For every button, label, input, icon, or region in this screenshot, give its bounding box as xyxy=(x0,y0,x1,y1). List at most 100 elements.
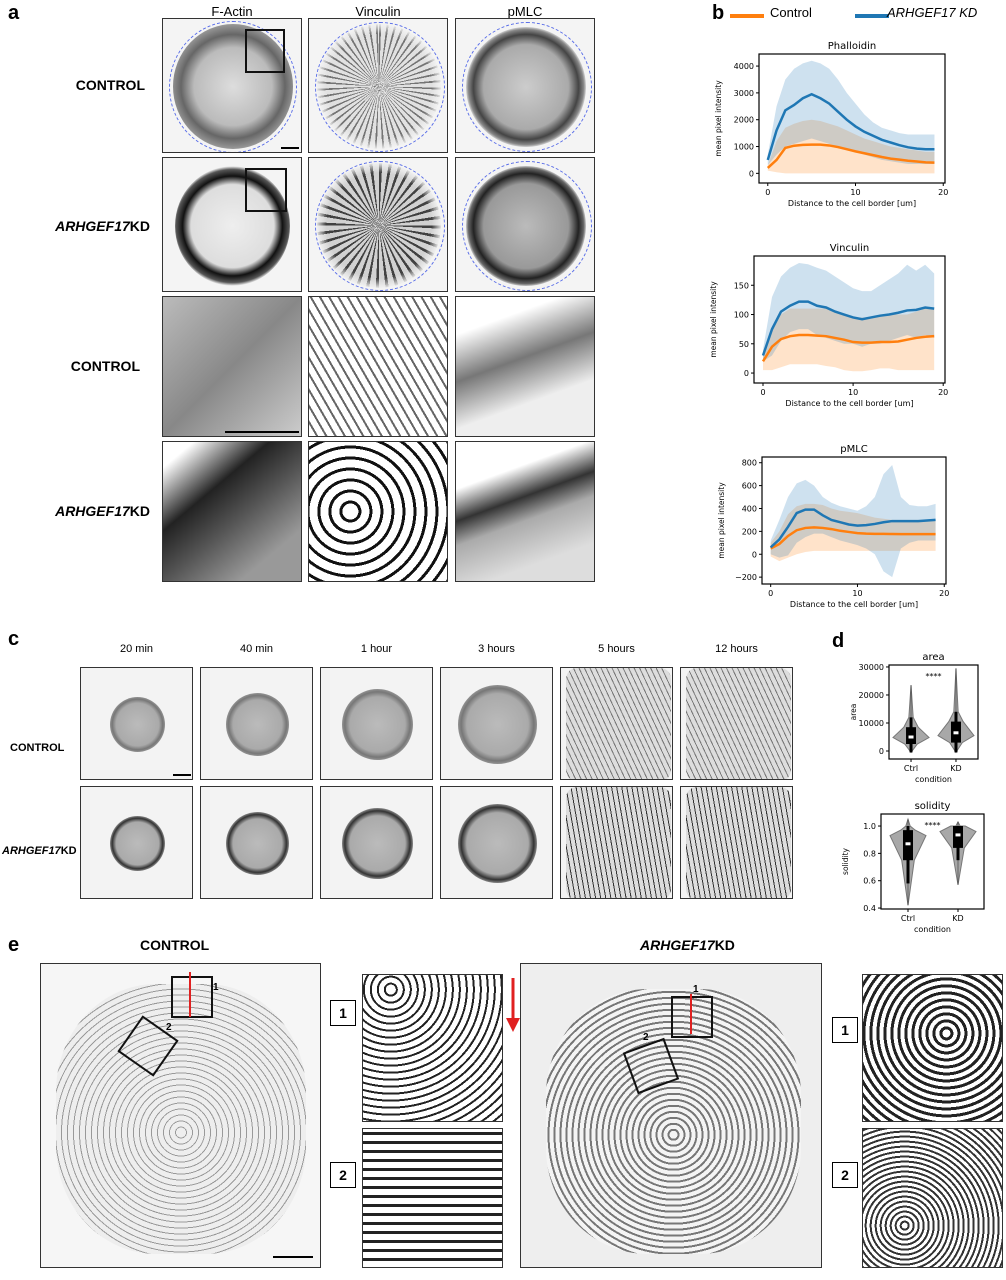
y-tick-label: 100 xyxy=(734,311,749,320)
y-tick-label: 0 xyxy=(752,550,757,559)
image-kd-vinculin xyxy=(308,157,448,292)
panel-label-b: b xyxy=(712,2,725,24)
plot-frame xyxy=(880,813,985,910)
y-tick-label: 0 xyxy=(744,369,749,378)
time-label: 5 hours xyxy=(598,643,635,655)
y-tick-label: 0.4 xyxy=(863,904,876,913)
x-tick-label: 20 xyxy=(938,388,948,397)
x-axis-label: Distance to the cell border [um] xyxy=(785,399,913,408)
timelapse-image xyxy=(320,786,433,899)
y-tick-label: 0 xyxy=(749,169,754,178)
series-line-control xyxy=(761,333,935,363)
roi-label-2: 2 xyxy=(330,1162,356,1188)
image-kd-superres: 1 2 xyxy=(520,963,822,1268)
confidence-band-arhgef17-kd xyxy=(770,465,936,578)
title-control: CONTROL xyxy=(140,937,210,953)
violin-KD xyxy=(937,668,975,754)
time-label: 12 hours xyxy=(715,643,758,655)
y-tick-label: 0 xyxy=(879,747,884,756)
y-tick-label: 30000 xyxy=(859,663,884,672)
zoom-kd-pmlc xyxy=(455,441,595,582)
row-label-kd-zoom: ARHGEF17KD xyxy=(55,503,150,519)
timelapse-image xyxy=(320,667,433,780)
y-axis-label: mean pixel intensity xyxy=(709,281,718,358)
x-tick-label: Ctrl xyxy=(901,914,915,923)
image-control-pmlc xyxy=(455,18,595,153)
row-label-kd: ARHGEF17KD xyxy=(55,218,150,234)
row-label-control: CONTROL xyxy=(10,742,65,754)
significance-annotation: **** xyxy=(925,821,941,830)
timelapse-image xyxy=(80,786,193,899)
time-label: 40 min xyxy=(239,643,274,655)
column-header-factin: F-Actin xyxy=(211,4,253,19)
x-tick-label: 10 xyxy=(850,188,860,197)
column-header-pmlc: pMLC xyxy=(507,4,543,19)
y-tick-label: 3000 xyxy=(734,89,754,98)
y-tick-label: 4000 xyxy=(734,62,754,71)
zoom-control-factin xyxy=(162,296,302,437)
x-tick-label: 0 xyxy=(760,388,765,397)
zoom-control-pmlc xyxy=(455,296,595,437)
x-axis-label: Distance to the cell border [um] xyxy=(788,199,916,208)
timelapse-image xyxy=(680,786,793,899)
image-kd-pmlc xyxy=(455,157,595,292)
y-axis-label: solidity xyxy=(841,847,850,874)
x-tick-label: 10 xyxy=(852,589,862,598)
panel-label-c: c xyxy=(8,628,20,650)
series-line-control xyxy=(770,526,936,550)
image-control-vinculin xyxy=(308,18,448,153)
y-tick-label: 20000 xyxy=(859,691,884,700)
x-tick-label: Ctrl xyxy=(904,764,918,773)
y-tick-label: 1000 xyxy=(734,143,754,152)
row-label-kd: ARHGEF17KD xyxy=(2,845,77,857)
y-tick-label: 200 xyxy=(742,527,757,536)
y-tick-label: 400 xyxy=(742,504,757,513)
y-axis-label: mean pixel intensity xyxy=(717,482,726,559)
legend-swatch-control xyxy=(730,14,764,18)
y-tick-label: 0.8 xyxy=(863,849,876,858)
x-tick-label: 20 xyxy=(939,589,949,598)
panel-label-d: d xyxy=(832,630,845,652)
roi-label-2-kd: 2 xyxy=(832,1162,858,1188)
plot-frame xyxy=(758,53,946,184)
timelapse-image xyxy=(560,786,673,899)
zoom-kd-vinculin xyxy=(308,441,448,582)
series-line-arhgef17-kd xyxy=(761,300,935,356)
y-tick-label: 150 xyxy=(734,281,749,290)
timelapse-image xyxy=(560,667,673,780)
x-tick-label: 0 xyxy=(765,188,770,197)
inset-kd-1 xyxy=(862,974,1003,1122)
x-tick-label: 20 xyxy=(938,188,948,197)
timelapse-image xyxy=(440,786,553,899)
row-label-control-zoom: CONTROL xyxy=(70,358,140,374)
median-marker-KD xyxy=(955,833,961,837)
timelapse-image xyxy=(200,786,313,899)
y-tick-label: 600 xyxy=(742,482,757,491)
y-tick-label: 0.6 xyxy=(863,877,876,886)
inset-kd-2 xyxy=(862,1128,1003,1268)
plot-frame xyxy=(888,664,979,760)
title-kd: ARHGEF17KD xyxy=(640,937,735,953)
image-kd-factin xyxy=(162,157,302,292)
inset-control-1 xyxy=(362,974,503,1122)
x-axis-label: condition xyxy=(915,775,952,784)
y-tick-label: 1.0 xyxy=(863,822,876,831)
y-tick-label: 10000 xyxy=(859,719,884,728)
time-label: 3 hours xyxy=(478,643,515,655)
inset-control-2 xyxy=(362,1128,503,1268)
median-marker-Ctrl xyxy=(908,735,914,739)
chart-title: solidity xyxy=(915,801,951,812)
x-tick-label: KD xyxy=(950,764,961,773)
series-line-control xyxy=(766,143,935,169)
confidence-band-arhgef17-kd xyxy=(767,60,935,166)
legend-label-kd: ARHGEF17 KD xyxy=(887,5,978,20)
zoom-kd-factin xyxy=(162,441,302,582)
iqr-box-KD xyxy=(953,826,963,848)
chart-title: area xyxy=(922,652,944,663)
y-tick-label: 800 xyxy=(742,459,757,468)
x-axis-label: condition xyxy=(914,925,951,934)
x-tick-label: 0 xyxy=(768,589,773,598)
timelapse-image xyxy=(80,667,193,780)
x-axis-label: Distance to the cell border [um] xyxy=(790,600,918,609)
